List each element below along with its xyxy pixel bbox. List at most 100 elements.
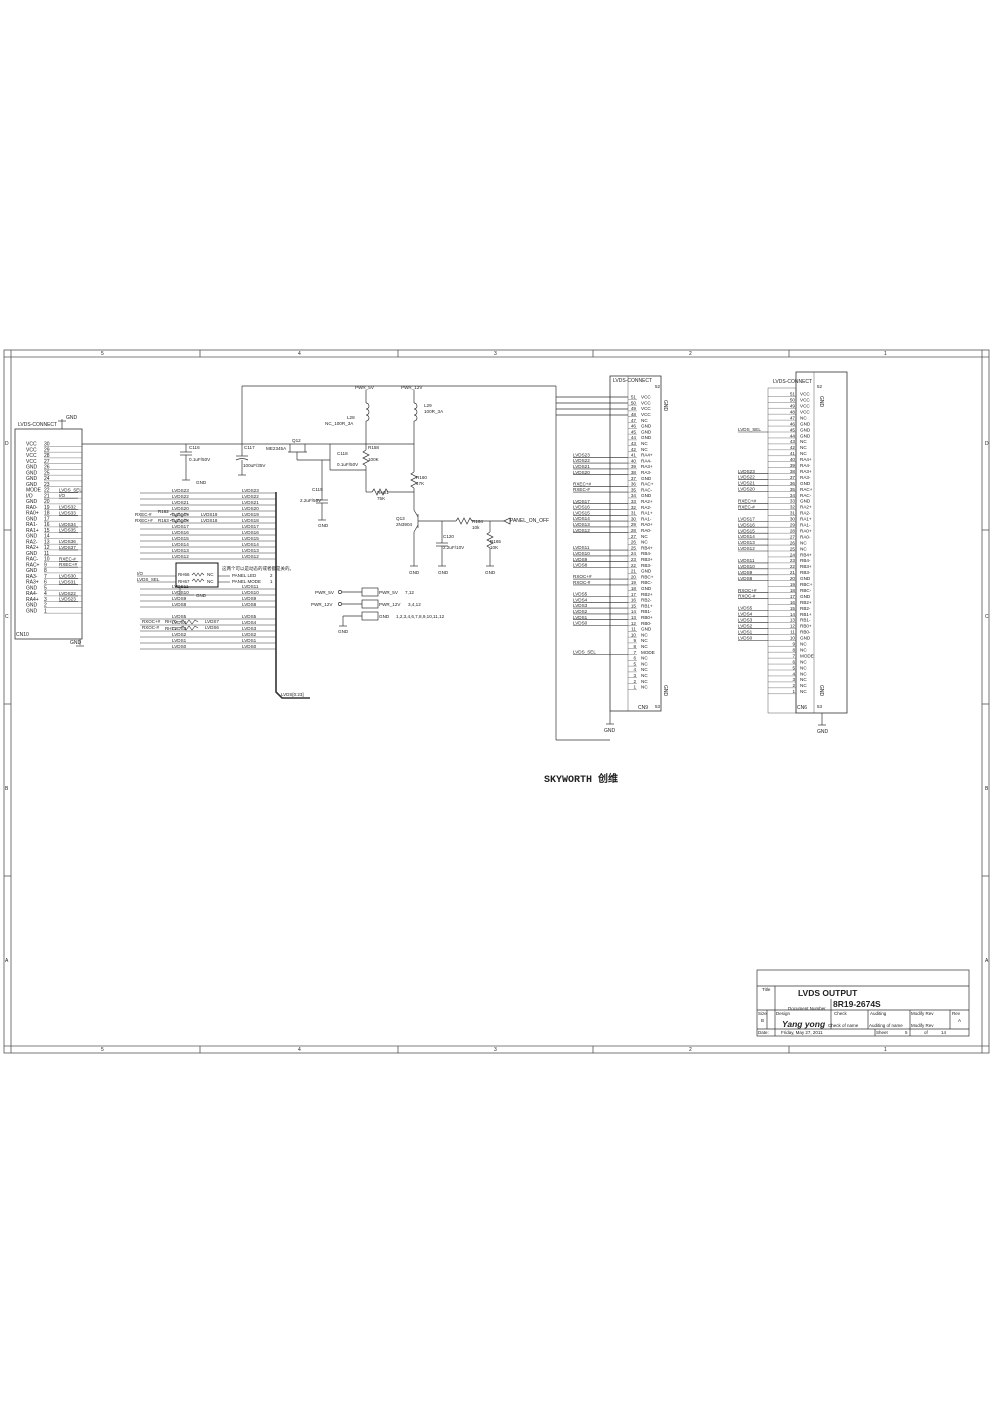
cn6-pin-number: 17 [790, 594, 796, 599]
cn9-pin-number: 35 [631, 487, 637, 492]
cn6-pin-number: 20 [790, 576, 796, 581]
cn6-net-label: LVDS16 [738, 522, 755, 527]
cn9-pin-number: 12 [631, 621, 637, 626]
bus-right-net: LVDS9 [242, 596, 257, 601]
bus-left-net: LVDS5 [172, 614, 187, 619]
q12-ref: Q12 [292, 438, 301, 443]
cn10-pin-name: GND [26, 585, 38, 591]
cn6-pin-name: RA2- [800, 511, 811, 516]
docnum-label: Document Number [788, 1006, 826, 1011]
bus-left-net: LVDS9 [172, 596, 187, 601]
cn10-pin-number: 22 [44, 488, 50, 494]
cn6-pin-name: GND [800, 499, 811, 504]
cn9-net-label: LVDS21 [573, 464, 590, 469]
cn9-pin-number: 13 [631, 615, 637, 620]
cn6-pin-name: RB1+ [800, 612, 812, 617]
row-marker-c-right: C [985, 614, 989, 620]
cn6-net-label: LVDS15 [738, 528, 755, 533]
power-labels: PWR_5V PWR_12V L28 NC_100R_3A L29 100R_3… [189, 385, 549, 634]
cn9-pin-number: 2 [633, 679, 636, 684]
cn10-pin-number: 12 [44, 545, 50, 551]
cn6-pin-name: RAC+ [800, 487, 813, 492]
nc-label-2: NC [207, 579, 214, 584]
sheet-frame [3, 349, 990, 1054]
cn9-pin-number: 44 [631, 435, 637, 440]
l28-ref: L28 [347, 415, 355, 420]
rxoc-plus-label: RXOC+# [142, 619, 161, 624]
cn9-pin-name: GND [641, 493, 652, 498]
cn10-gnd-label: GND [66, 415, 78, 421]
cn6-pin-name: VCC [800, 404, 810, 409]
cn6-pin-name: GND [800, 636, 811, 641]
cn9-pin-name: RB4- [641, 551, 652, 556]
cn9-pin-name: RB2+ [641, 592, 653, 597]
cn9-net-label: LVDS_SEL [573, 650, 596, 655]
cn6-pin-number: 50 [790, 398, 796, 403]
cn9-net-label: LVDS4 [573, 597, 588, 602]
cn9-pin-name: RA2+ [641, 499, 653, 504]
cn6-pin-number: 38 [790, 469, 796, 474]
cn10-pin-name: GND [26, 603, 38, 609]
cn9-net-label: LVDS14 [573, 516, 590, 521]
cn6-pin-name: RA2+ [800, 505, 812, 510]
cn10-pin-name: RA1- [26, 522, 38, 528]
bus-right-net: LVDS5 [242, 614, 257, 619]
cn9-pin-name: NC [641, 679, 648, 684]
cn10-title: LVDS-CONNECT [18, 422, 57, 428]
cn6-net-label: LVDS4 [738, 612, 753, 617]
cn6-pin-number: 18 [790, 588, 796, 593]
cn10-net-label: LVDS30 [59, 574, 76, 579]
cn9-pin-name: GND [641, 429, 652, 434]
sheet-title: LVDS OUTPUT [798, 988, 858, 998]
cn6-pin-number: 47 [790, 415, 796, 420]
r164-value: 10k [472, 525, 480, 530]
cn9-pin-name: RA0+ [641, 522, 653, 527]
cn6-pin-number: 1 [792, 689, 795, 694]
cn6-pin-number: 48 [790, 409, 796, 414]
cn6-pin-number: 13 [790, 618, 796, 623]
cn6-pin-name: RB3+ [800, 564, 812, 569]
bus-right-net: LVDS15 [242, 536, 259, 541]
cn9-pin-number: 47 [631, 418, 637, 423]
cn6-pin-number: 6 [792, 659, 795, 664]
bus-left-net: LVDS22 [172, 494, 189, 499]
q12-value: ME2345A [266, 446, 287, 451]
cn9-pin-number: 17 [631, 592, 637, 597]
bus-left-net: LVDS12 [172, 554, 189, 559]
cn9-pin-number: 50 [631, 400, 637, 405]
cn9-pin-number: 33 [631, 499, 637, 504]
cn6-pin-number: 12 [790, 624, 796, 629]
cn9-side-gnd-top: GND [662, 400, 668, 412]
cn6-pin-name: RB1- [800, 618, 811, 623]
cn9-net-label: LVDS23 [573, 452, 590, 457]
bus-right-net: LVDS14 [242, 542, 259, 547]
cn9-net-label: LVDS5 [573, 592, 588, 597]
r162-label: R162 [158, 509, 169, 514]
port-gnd-name: GND [379, 614, 390, 619]
cn10-pin-name: RA3+ [26, 580, 39, 586]
cn6-pin-name: GND [800, 433, 811, 438]
cn6-net-label: RXEC+# [738, 499, 756, 504]
cn9-pin-number: 40 [631, 458, 637, 463]
bus-right-net: LVDS18 [242, 518, 259, 523]
cn9-pin-name: RB1- [641, 609, 652, 614]
cn6-net-label: LVDS5 [738, 606, 753, 611]
bus-left-net: LVDS2 [172, 632, 187, 637]
title-block [756, 969, 970, 1037]
cn6-pin-name: NC [800, 647, 807, 652]
cn6-pin-number: 3 [792, 677, 795, 682]
cn9-net-label: RXOC-# [573, 580, 591, 585]
cn9-pin-name: RA4+ [641, 453, 653, 458]
c118-value: 0.1uF/50V [337, 462, 359, 467]
col-marker-3-bottom: 3 [494, 1047, 497, 1053]
cn9-pin-number: 42 [631, 447, 637, 452]
cn9-pin-number: 25 [631, 545, 637, 550]
row-marker-a-right: A [985, 958, 989, 964]
cn9-net-label: LVDS12 [573, 528, 590, 533]
cn9-net-label: LVDS17 [573, 499, 590, 504]
cn6-pin-name: NC [800, 683, 807, 688]
cn6-net-label: RXOC+# [738, 588, 757, 593]
cn6-pin-53: 53 [817, 704, 823, 709]
cn9-pin-name: RB2- [641, 598, 652, 603]
check-label: Check [834, 1011, 848, 1016]
